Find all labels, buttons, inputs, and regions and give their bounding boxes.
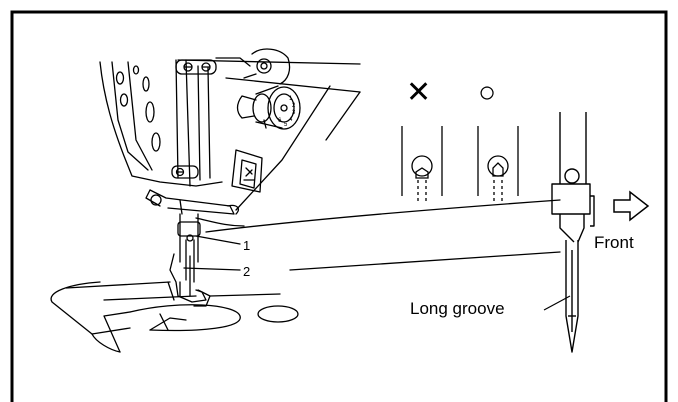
svg-text:6: 6: [278, 118, 282, 124]
machine-arm-outline: [99, 61, 223, 187]
callout-1: 1: [243, 238, 250, 253]
arrow-right-outline-icon: [613, 190, 650, 222]
long-groove-label: Long groove: [410, 299, 505, 318]
frame-border: [10, 10, 668, 402]
wrong-mark: ✕: [406, 76, 431, 109]
svg-text:1: 1: [289, 96, 293, 102]
incorrect-needle-detail: [401, 126, 443, 202]
correct-needle-detail: [477, 126, 519, 202]
svg-text:2: 2: [292, 103, 296, 109]
callout-label-2: 2: [243, 264, 250, 279]
right-mark: ○: [478, 76, 496, 109]
long-groove-leader-line: [543, 295, 571, 311]
callout-label-1: 1: [243, 238, 250, 253]
front-label: Front: [594, 233, 634, 252]
callout-2: 2: [243, 264, 250, 279]
svg-text:4: 4: [289, 117, 293, 123]
sewing-machine-illustration: 123 456: [50, 48, 561, 353]
svg-text:3: 3: [292, 110, 296, 116]
needle-orientation-detail: [551, 112, 595, 353]
svg-text:5: 5: [284, 122, 288, 128]
